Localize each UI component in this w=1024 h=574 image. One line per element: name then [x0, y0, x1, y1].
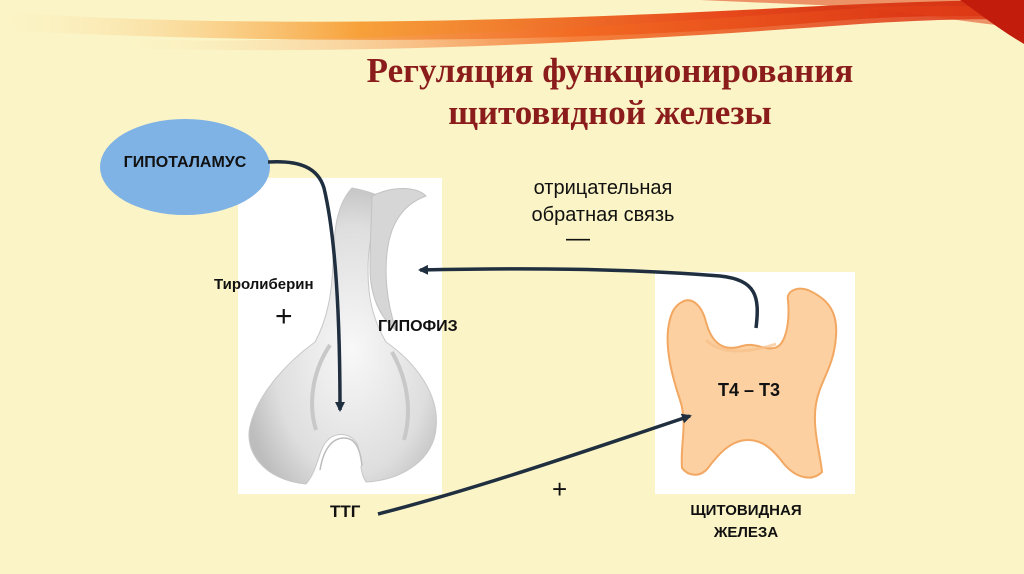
hypothalamus-label: ГИПОТАЛАМУС — [100, 154, 270, 172]
header-swoosh-decoration — [0, 0, 1024, 50]
feedback-line-2: обратная связь — [486, 202, 720, 229]
pituitary-label: ГИПОФИЗ — [378, 318, 458, 336]
feedback-line-1: отрицательная — [486, 175, 720, 202]
thyroid-label: ЩИТОВИДНАЯ ЖЕЛЕЗА — [676, 500, 816, 544]
thyroid-label-line-1: ЩИТОВИДНАЯ — [676, 500, 816, 522]
slide-title: Регуляция функционирования щитовидной же… — [240, 50, 980, 134]
feedback-label: отрицательная обратная связь — [486, 175, 720, 229]
releasing-hormone-label: Тиролиберин — [214, 276, 314, 293]
title-line-2: щитовидной железы — [240, 92, 980, 134]
tsh-label: ТТГ — [330, 502, 360, 522]
plus-sign-releasing: + — [275, 300, 293, 334]
thyroid-hormones-label: Т4 – Т3 — [718, 380, 780, 401]
plus-sign-tsh: + — [552, 474, 567, 505]
thyroid-label-line-2: ЖЕЛЕЗА — [676, 522, 816, 544]
title-line-1: Регуляция функционирования — [240, 50, 980, 92]
minus-sign: — — [566, 225, 590, 253]
